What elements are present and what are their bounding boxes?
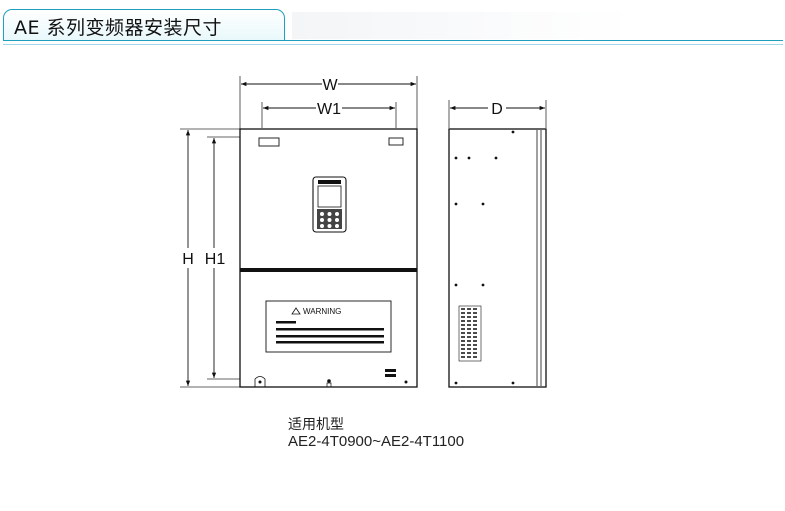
label-w1: W1 bbox=[317, 101, 341, 118]
front-view: WARNING bbox=[239, 128, 418, 388]
page-title: AE 系列变频器安装尺寸 bbox=[14, 17, 223, 39]
dimension-w: W bbox=[239, 76, 418, 130]
header-decoration bbox=[292, 12, 782, 39]
section-header: AE 系列变频器安装尺寸 bbox=[0, 0, 785, 48]
caption-models: AE2-4T0900~AE2-4T1100 bbox=[288, 433, 465, 450]
dimension-w1: W1 bbox=[261, 101, 397, 128]
label-w: W bbox=[322, 77, 338, 94]
mounting-slot-left bbox=[258, 137, 280, 147]
caption-label: 适用机型 bbox=[288, 417, 344, 433]
header-rule bbox=[3, 40, 783, 41]
warning-label: WARNING bbox=[303, 307, 341, 316]
label-h: H bbox=[182, 251, 194, 268]
panel-divider bbox=[240, 268, 417, 272]
keypad bbox=[312, 176, 347, 233]
warning-triangle-icon bbox=[291, 307, 301, 315]
header-rule-secondary bbox=[3, 44, 783, 45]
mounting-slot-right bbox=[388, 137, 404, 146]
side-view bbox=[448, 128, 547, 388]
warning-plate: WARNING bbox=[265, 300, 392, 353]
dimension-d: D bbox=[448, 100, 547, 128]
dimension-h1: H1 bbox=[205, 136, 258, 380]
header-tab bbox=[3, 9, 285, 41]
label-d: D bbox=[491, 101, 503, 118]
label-h1: H1 bbox=[205, 251, 226, 268]
vent-grille bbox=[458, 305, 482, 362]
dimension-h: H bbox=[180, 128, 240, 388]
